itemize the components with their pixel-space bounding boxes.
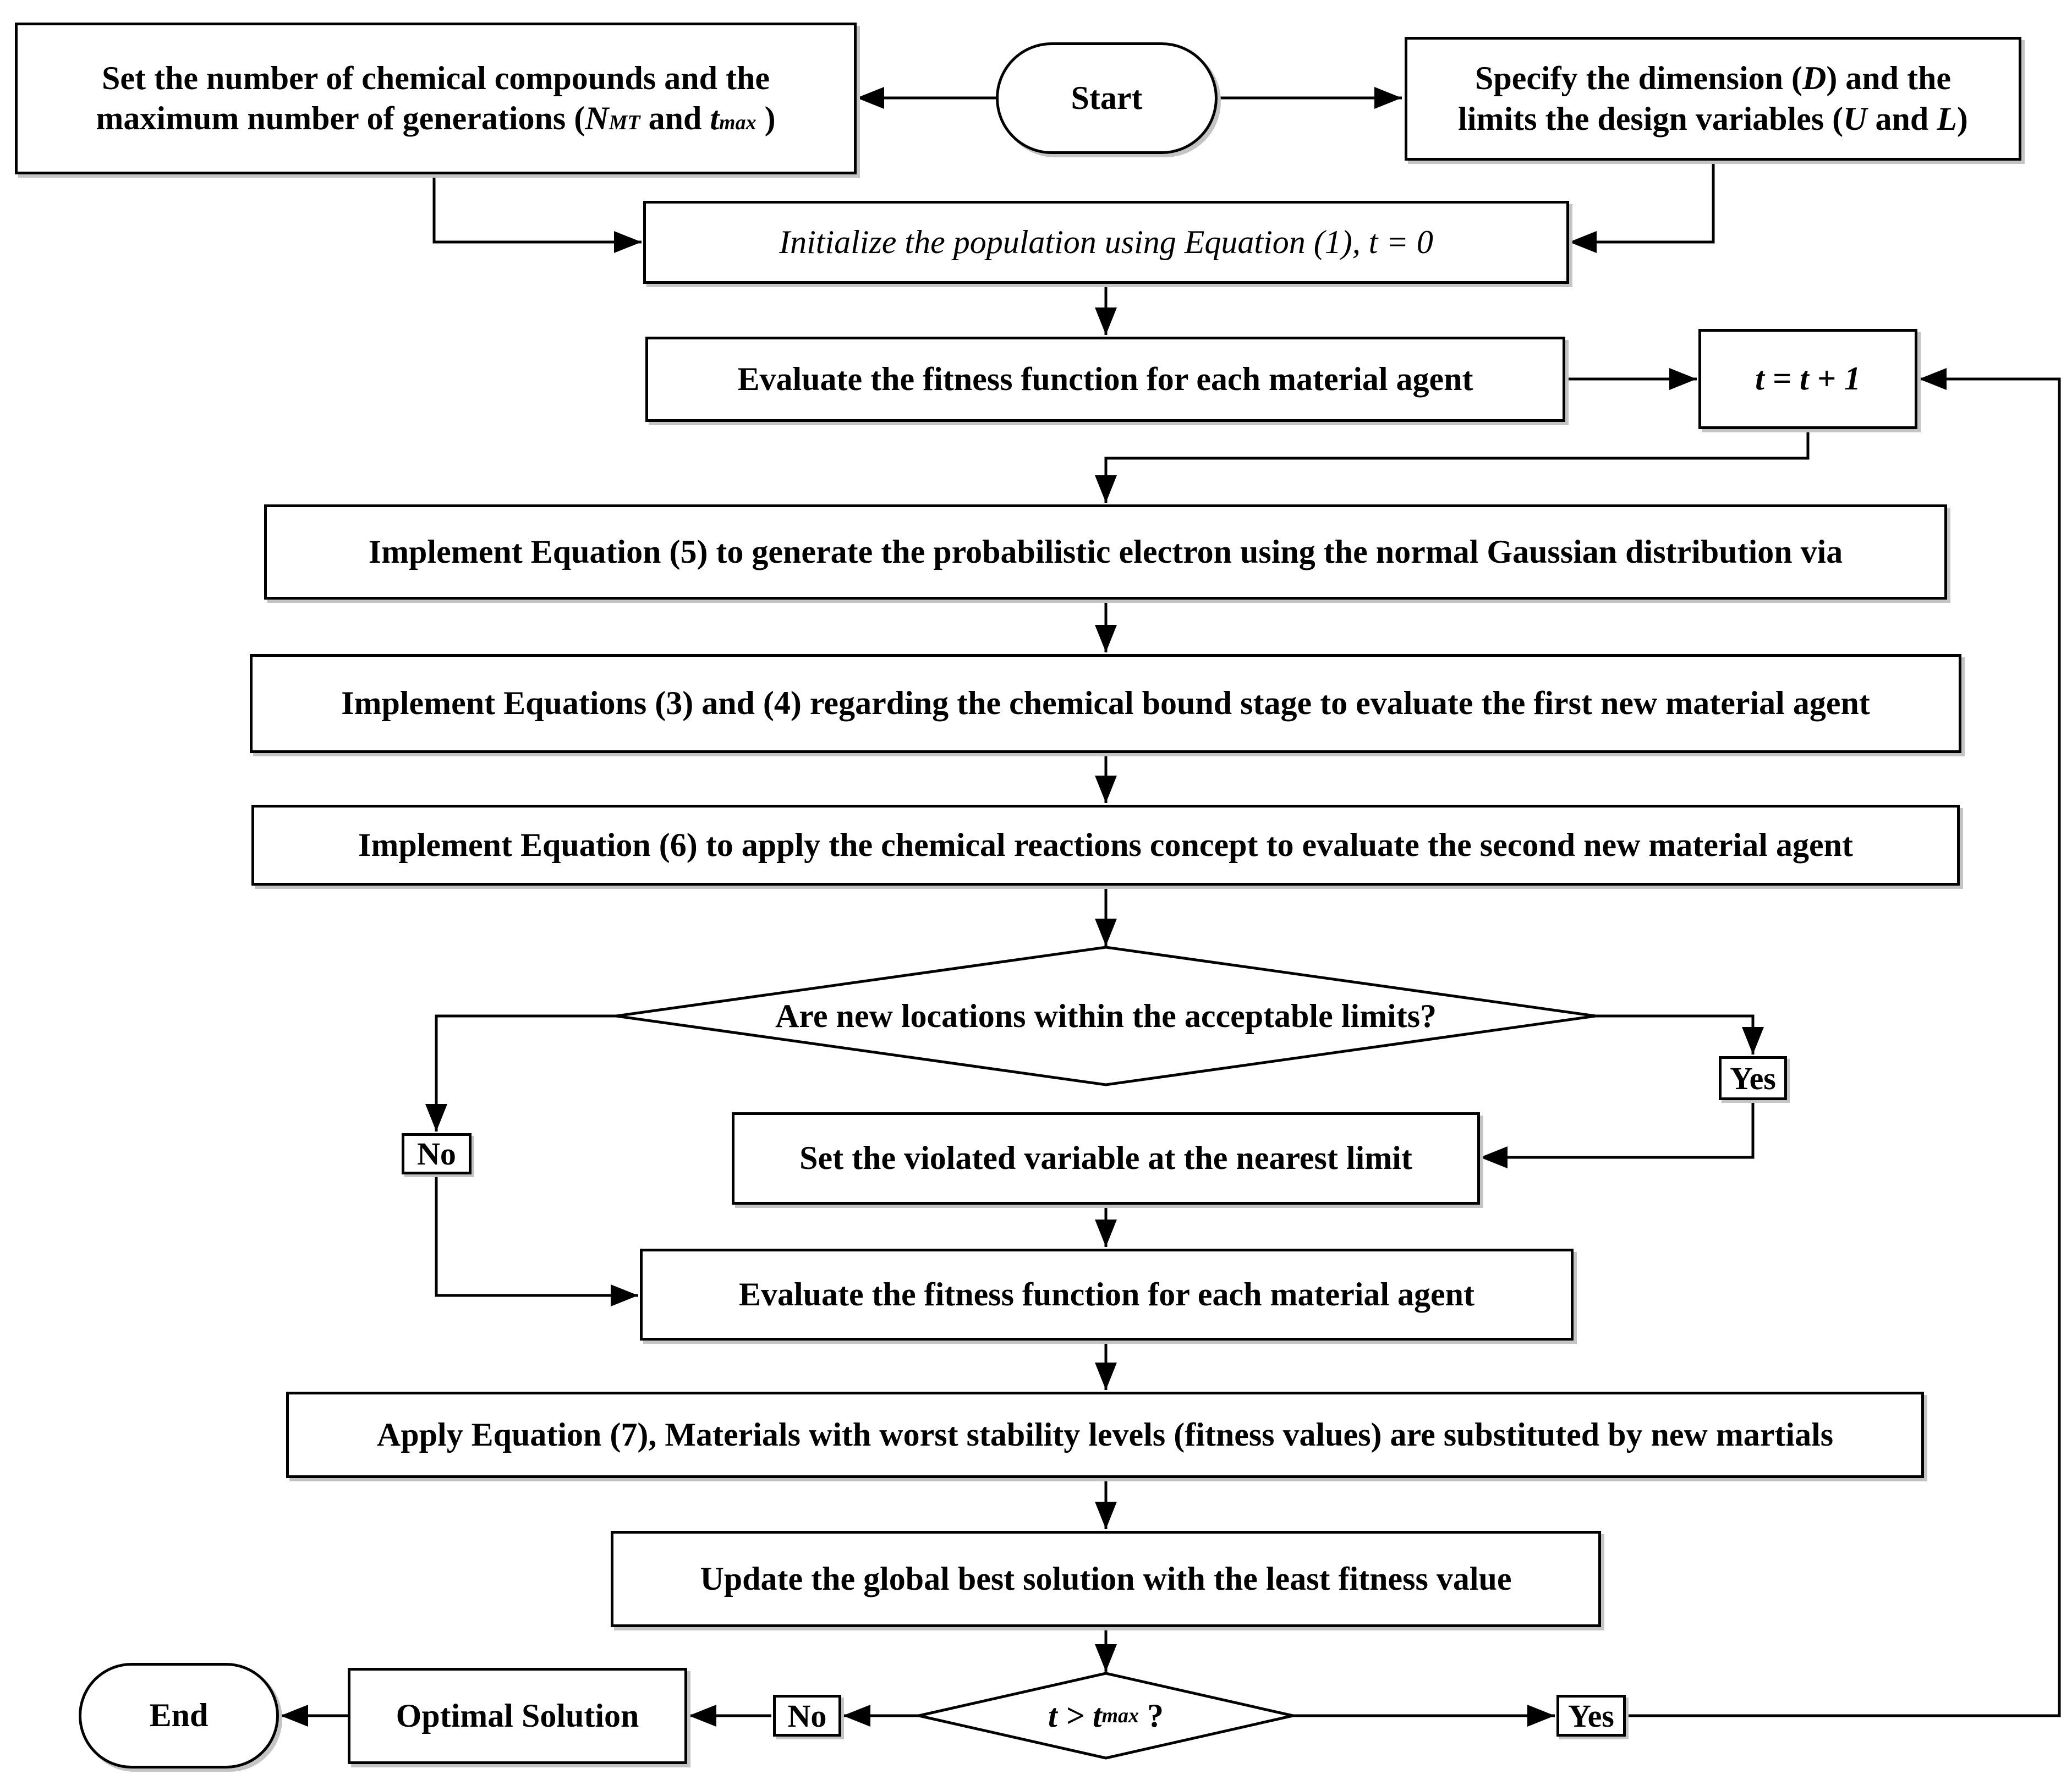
set-violated-box: Set the violated variable at the nearest…	[732, 1112, 1480, 1205]
evaluate-fitness-box-2: Evaluate the fitness function for each m…	[640, 1249, 1574, 1341]
gaussian-electron-box: Implement Equation (5) to generate the p…	[264, 504, 1947, 600]
arrow-increment-to-step5	[1095, 429, 1810, 503]
optimal-solution-box: Optimal Solution	[348, 1668, 687, 1764]
set-compounds-line1: Set the number of chemical compounds and…	[102, 59, 770, 96]
end-terminal: End	[79, 1663, 279, 1768]
update-global-best-label: Update the global best solution with the…	[700, 1560, 1512, 1597]
arrow-left-box-to-init	[432, 174, 642, 253]
initialize-box: Initialize the population using Equation…	[643, 201, 1569, 284]
start-label: Start	[1071, 79, 1143, 116]
arrow-decision-to-yes	[1596, 1014, 1764, 1054]
increment-t-box: t = t + 1	[1698, 329, 1917, 429]
chemical-bound-box: Implement Equations (3) and (4) regardin…	[250, 654, 1961, 753]
evaluate-fitness-label-2: Evaluate the fitness function for each m…	[738, 1276, 1475, 1312]
no-label-limits: No	[402, 1133, 472, 1174]
specify-dimension-box: Specify the dimension (D) and the limits…	[1405, 37, 2021, 161]
evaluate-fitness-label: Evaluate the fitness function for each m…	[737, 360, 1473, 397]
set-violated-label: Set the violated variable at the nearest…	[799, 1140, 1412, 1177]
yes-label-termination: Yes	[1556, 1695, 1626, 1737]
set-compounds-box: Set the number of chemical compounds and…	[15, 23, 857, 174]
substitute-materials-box: Apply Equation (7), Materials with worst…	[286, 1392, 1924, 1478]
decision-t-shape	[918, 1672, 1293, 1760]
update-global-best-box: Update the global best solution with the…	[611, 1531, 1601, 1627]
optimal-solution-label: Optimal Solution	[396, 1697, 639, 1734]
initialize-label: Initialize the population using Equation…	[779, 223, 1433, 260]
chemical-bound-label: Implement Equations (3) and (4) regardin…	[341, 685, 1870, 722]
arrow-yes-loop-to-increment	[1626, 368, 2061, 1717]
increment-t-label: t = t + 1	[1755, 360, 1861, 397]
chemical-reactions-label: Implement Equation (6) to apply the chem…	[358, 826, 1853, 863]
decision-limits-shape	[616, 946, 1596, 1086]
decision-limits-text: Are new locations within the acceptable …	[775, 998, 1437, 1034]
evaluate-fitness-box: Evaluate the fitness function for each m…	[645, 337, 1565, 422]
gaussian-electron-label: Implement Equation (5) to generate the p…	[368, 533, 1843, 570]
substitute-materials-label: Apply Equation (7), Materials with worst…	[376, 1416, 1834, 1453]
start-terminal: Start	[996, 42, 1218, 154]
chemical-reactions-box: Implement Equation (6) to apply the chem…	[251, 805, 1960, 886]
arrow-decision-to-no	[425, 1014, 616, 1132]
yes-label-limits: Yes	[1719, 1056, 1787, 1100]
arrow-no-to-eval2	[435, 1174, 638, 1306]
end-label: End	[149, 1697, 209, 1734]
specify-dimension-line1: Specify the dimension (D) and the	[1474, 60, 1952, 97]
specify-dimension-line2: limits the design variables (U and L)	[1458, 100, 1968, 137]
no-label-termination: No	[773, 1695, 841, 1737]
set-compounds-line2: maximum number of generations (NMT and t…	[96, 100, 776, 136]
arrow-yes-to-set-violated	[1480, 1100, 1755, 1168]
arrow-right-box-to-init	[1569, 161, 1715, 253]
